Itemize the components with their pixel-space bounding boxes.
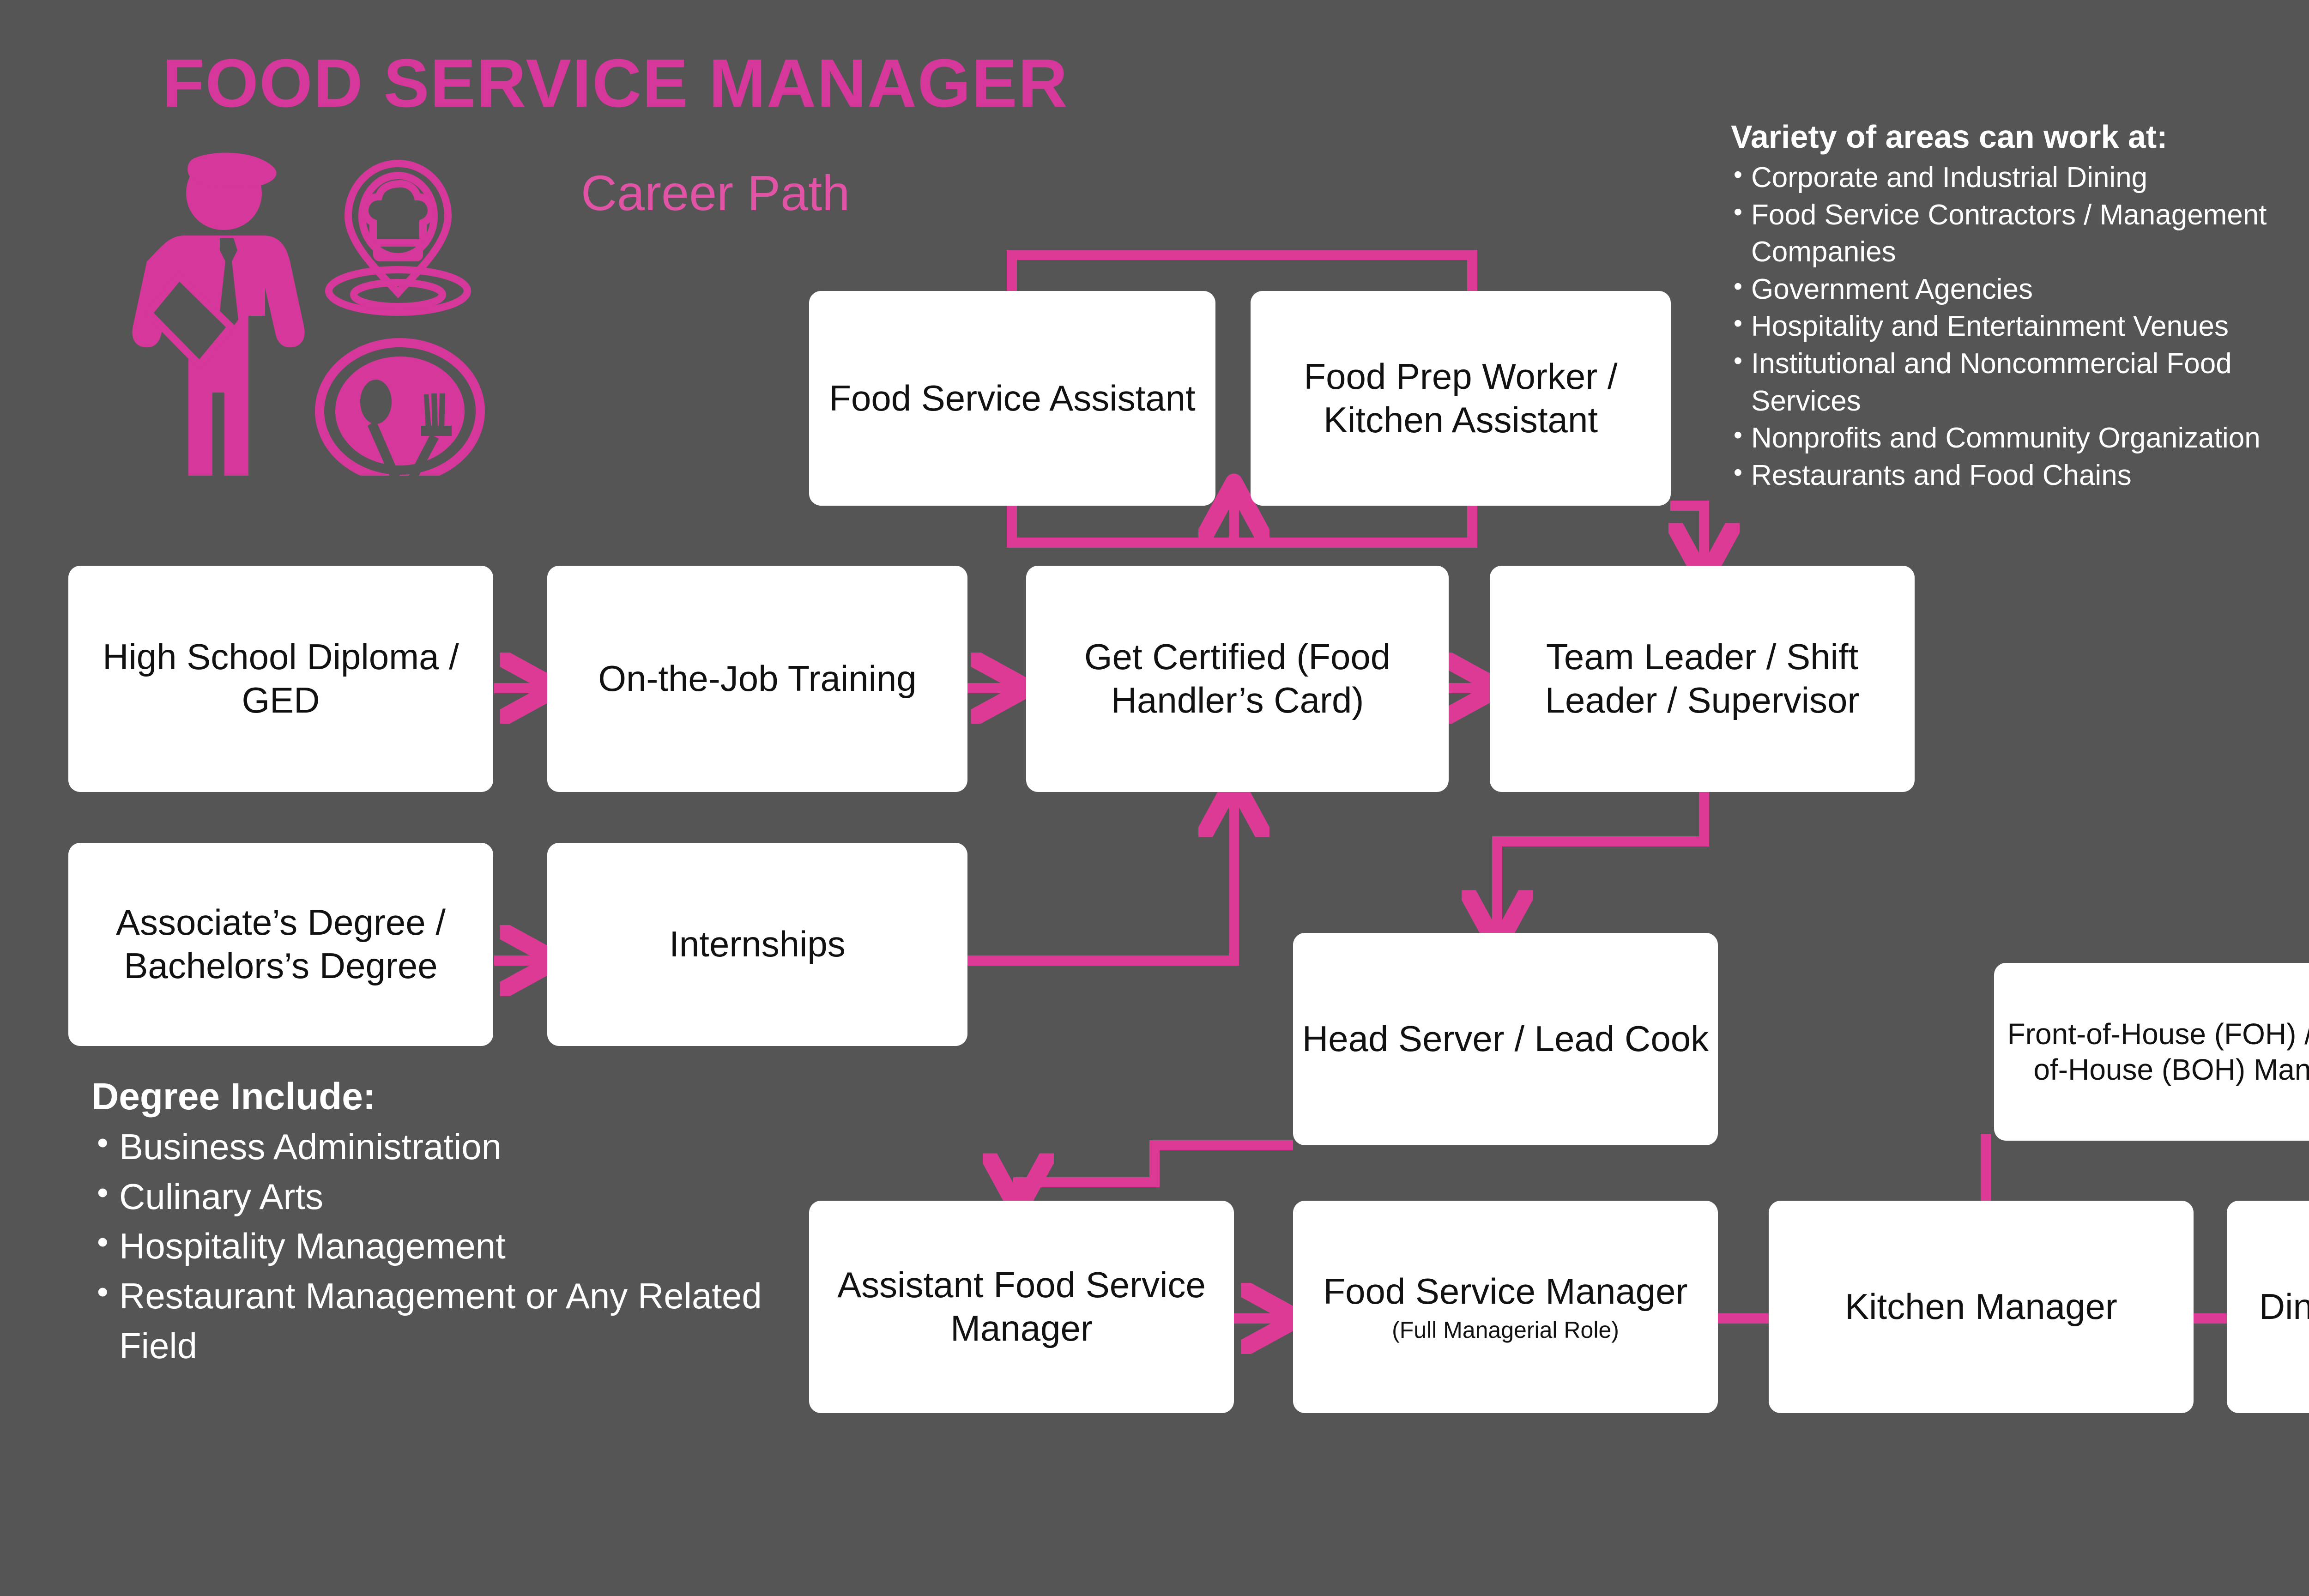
list-item: Business Administration (91, 1120, 784, 1172)
node-food-service-assistant[interactable]: Food Service Assistant (809, 291, 1215, 506)
list-item: Restaurants and Food Chains (1731, 456, 2309, 495)
node-food-service-manager-label: Food Service Manager (1323, 1271, 1688, 1312)
node-assistant-food-service-manager[interactable]: Assistant Food Service Manager (809, 1201, 1234, 1413)
degree-heading: Degree Include: (91, 1076, 376, 1118)
manager-person-icon (132, 152, 305, 476)
list-item: Nonprofits and Community Organization (1731, 419, 2309, 457)
list-item: Food Service Contractors / Management Co… (1731, 196, 2309, 271)
list-item: Culinary Arts (91, 1170, 784, 1222)
node-team-leader[interactable]: Team Leader / Shift Leader / Supervisor (1490, 566, 1915, 792)
node-associates-degree[interactable]: Associate’s Degree / Bachelors’s Degree (68, 843, 493, 1046)
node-food-service-manager[interactable]: Food Service Manager (Full Managerial Ro… (1293, 1201, 1718, 1413)
page-subtitle: Career Path (581, 165, 850, 221)
node-head-server[interactable]: Head Server / Lead Cook (1293, 933, 1718, 1145)
node-food-prep-worker[interactable]: Food Prep Worker / Kitchen Assistant (1251, 291, 1671, 506)
food-service-manager-icon-cluster (132, 152, 485, 476)
plate-spoon-fork-icon (315, 338, 485, 476)
variety-heading: Variety of areas can work at: (1731, 119, 2168, 155)
variety-list: Corporate and Industrial Dining Food Ser… (1731, 158, 2309, 495)
degree-list: Business Administration Culinary Arts Ho… (91, 1120, 784, 1371)
list-item: Government Agencies (1731, 270, 2309, 308)
list-item: Institutional and Noncommercial Food Ser… (1731, 345, 2309, 420)
node-kitchen-manager[interactable]: Kitchen Manager (1769, 1201, 2194, 1413)
list-item: Hospitality and Entertainment Venues (1731, 307, 2309, 345)
page-title: FOOD SERVICE MANAGER (163, 45, 1069, 121)
node-internships[interactable]: Internships (547, 843, 967, 1046)
node-foh-boh-manager[interactable]: Front-of-House (FOH) / Back-of-House (BO… (1994, 963, 2309, 1141)
node-get-certified[interactable]: Get Certified (Food Handler’s Card) (1026, 566, 1449, 792)
node-dining-room-manager[interactable]: Dining Room Manager (2227, 1201, 2309, 1413)
variety-of-areas-panel: Variety of areas can work at: Corporate … (1731, 119, 2309, 494)
degree-include-panel: Degree Include: Business Administration … (91, 1076, 784, 1371)
node-high-school-diploma[interactable]: High School Diploma / GED (68, 566, 493, 792)
chef-hat-location-pin-icon (325, 159, 471, 316)
list-item: Restaurant Management or Any Related Fie… (91, 1270, 784, 1371)
list-item: Hospitality Management (91, 1220, 784, 1271)
node-on-the-job-training[interactable]: On-the-Job Training (547, 566, 967, 792)
list-item: Corporate and Industrial Dining (1731, 158, 2309, 197)
node-food-service-manager-sublabel: (Full Managerial Role) (1392, 1317, 1619, 1343)
